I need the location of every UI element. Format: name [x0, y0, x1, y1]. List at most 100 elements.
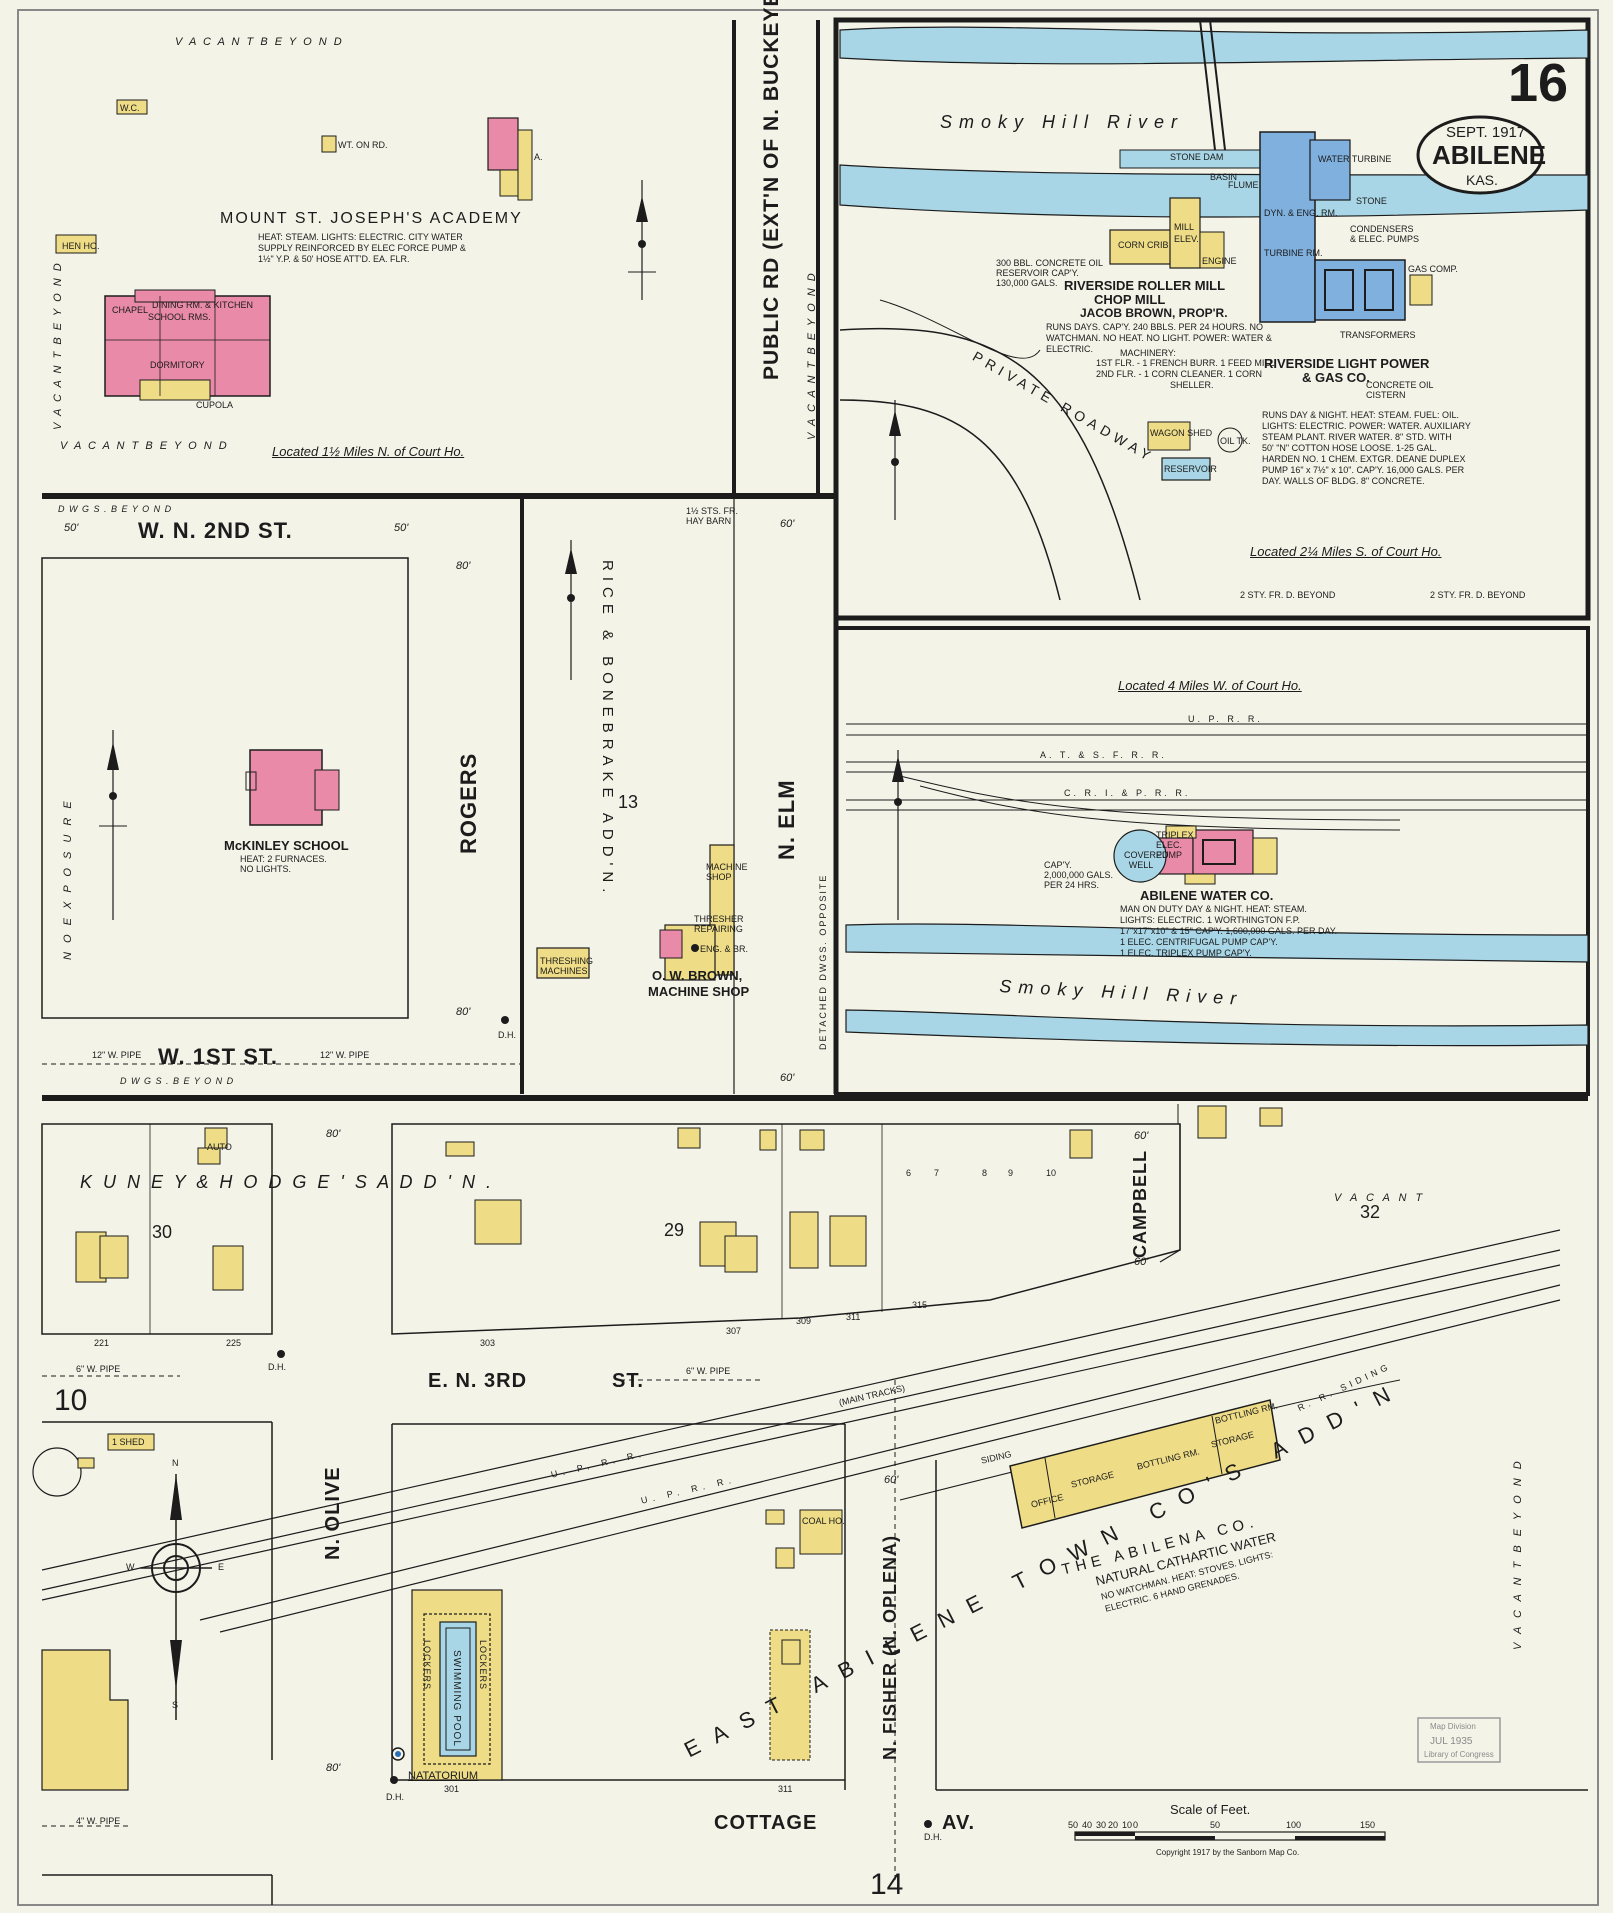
- riverside-label: MILL: [1174, 222, 1195, 232]
- power-note: STEAM PLANT. RIVER WATER. 8" STD. WITH: [1262, 432, 1452, 442]
- riverside-label: TURBINE RM.: [1264, 248, 1323, 258]
- compass-north: N: [172, 1458, 179, 1468]
- pipe-label: 12" W. PIPE: [320, 1050, 370, 1060]
- swimming-pool-label: SWIMMING POOL: [451, 1650, 462, 1747]
- house-number: 315: [912, 1300, 928, 1310]
- public-rd-vacant: V A C A N T B E Y O N D: [806, 271, 818, 440]
- compass-west: W: [126, 1562, 135, 1572]
- water-co-note: MAN ON DUTY DAY & NIGHT. HEAT: STEAM.: [1120, 904, 1307, 914]
- brown-label: MACHINE SHOP: [706, 862, 748, 882]
- lot-number: 7: [934, 1168, 940, 1178]
- oil-tank: [1217, 427, 1243, 453]
- dimension: 50': [394, 522, 409, 534]
- mckinley-school-building: [245, 749, 340, 826]
- coal-house: [799, 1509, 843, 1555]
- academy-label: SCHOOL RMS.: [148, 312, 211, 322]
- dwelling: [769, 1629, 811, 1761]
- sheet-city: ABILENE: [1432, 140, 1547, 170]
- riverside-panel: [833, 17, 1591, 621]
- riverside-label: ENGINE: [1202, 256, 1237, 266]
- power-note: 50' "N" COTTON HOSE LOOSE. 1-25 GAL.: [1262, 443, 1437, 453]
- water-co-location: Located 4 Miles W. of Court Ho.: [1118, 678, 1302, 693]
- riverside-location: Located 2¼ Miles S. of Court Ho.: [1250, 544, 1442, 559]
- dimension: 80': [326, 1128, 341, 1140]
- power-co-name: RIVERSIDE LIGHT POWER: [1264, 356, 1430, 371]
- power-note: LIGHTS: ELECTRIC. POWER: WATER. AUXILIAR…: [1262, 421, 1471, 431]
- dh-label: D.H.: [924, 1832, 942, 1842]
- lot-number: 9: [1008, 1168, 1014, 1178]
- dwgs-beyond-top: D W G S . B E Y O N D: [58, 504, 173, 514]
- kuney-hodges-addn: K U N E Y & H O D G E ' S A D D ' N .: [80, 1172, 494, 1192]
- compass-rose: [140, 1474, 212, 1720]
- w-1st-street: W. 1ST ST.: [158, 1044, 279, 1069]
- lower-label: 1 SHED: [112, 1437, 145, 1447]
- dimension: 50': [64, 522, 79, 534]
- mckinley-block: [41, 557, 409, 1019]
- north-arrow: [889, 400, 901, 520]
- brown-shop-name: O. W. BROWN,: [652, 968, 743, 983]
- scale-tick: 40: [1082, 1820, 1093, 1830]
- house-number: 303: [480, 1338, 496, 1348]
- academy-label: W.C.: [120, 103, 140, 113]
- dimension: 60': [780, 518, 795, 530]
- stone-dam: [1199, 19, 1216, 151]
- vacant-label: V A C A N T: [1334, 1192, 1426, 1204]
- power-note: HARDEN NO. 1 CHEM. EXTGR. DEANE DUPLEX: [1262, 454, 1466, 464]
- river-bottom: [839, 164, 1589, 218]
- mill-machinery: MACHINERY:: [1120, 348, 1176, 358]
- mill-machinery: SHELLER.: [1170, 380, 1214, 390]
- sheet-date: SEPT. 1917: [1446, 124, 1526, 141]
- academy-label: HEN HO.: [62, 241, 100, 251]
- scale-label: Scale of Feet.: [1170, 1802, 1251, 1817]
- well-capacity: CAP'Y. 2,000,000 GALS. PER 24 HRS.: [1044, 860, 1114, 890]
- brown-machine-shop: [536, 844, 735, 981]
- pipe-label: 12" W. PIPE: [92, 1050, 142, 1060]
- scale-tick: 150: [1360, 1820, 1376, 1830]
- mill-owner: JACOB BROWN, PROP'R.: [1080, 306, 1228, 320]
- well-building: [321, 135, 337, 153]
- pipe-label: 4" W. PIPE: [76, 1816, 121, 1826]
- riverside-label: TRANSFORMERS: [1340, 330, 1416, 340]
- n-elm-street: N. ELM: [774, 779, 799, 860]
- house-number: 221: [94, 1338, 110, 1348]
- brown-label: ENG. & BR.: [700, 944, 749, 954]
- water-co-note: LIGHTS: ELECTRIC. 1 WORTHINGTON F.P.: [1120, 915, 1301, 925]
- pipe-label: 6" W. PIPE: [686, 1366, 731, 1376]
- mill-machinery: 1ST FLR. - 1 FRENCH BURR. 1 FEED MILL.: [1096, 358, 1277, 368]
- lockers-label: LOCKERS: [422, 1640, 432, 1691]
- private-roadway: [839, 327, 1141, 601]
- academy-note: 1½" Y.P. & 50' HOSE ATT'D. EA. FLR.: [258, 254, 410, 264]
- river-top: [839, 26, 1589, 65]
- block-13: 13: [618, 792, 639, 812]
- power-co-name-2: & GAS CO.: [1302, 370, 1370, 385]
- e-n-3rd-st-suffix: ST.: [612, 1370, 644, 1392]
- w-n-2nd-street: W. N. 2ND ST.: [138, 518, 293, 543]
- dimension: 60': [1134, 1130, 1149, 1142]
- dh-label: D.H.: [268, 1362, 286, 1372]
- rail-label: C. R. I. & P. R. R.: [1064, 788, 1191, 798]
- lower-left-building: [41, 1649, 129, 1791]
- academy-name: MOUNT ST. JOSEPH'S ACADEMY: [220, 210, 523, 227]
- house-number: 309: [796, 1316, 812, 1326]
- campbell-street: CAMPBELL: [1130, 1150, 1150, 1258]
- oil-reservoir-note: 300 BBL. CONCRETE OIL RESERVOIR CAP'Y. 1…: [996, 258, 1103, 288]
- brown-label: THRESHING MACHINES: [540, 956, 594, 976]
- north-arrow: [565, 540, 577, 680]
- dimension: 60': [780, 1072, 795, 1084]
- cottage-av-label: COTTAGE: [714, 1812, 818, 1834]
- wagon-shed: [1147, 421, 1191, 451]
- rogers-street: ROGERS: [456, 752, 481, 854]
- dwelling: [829, 1215, 867, 1267]
- brown-shop-name-2: MACHINE SHOP: [648, 984, 750, 999]
- vacant-beyond-top: V A C A N T B E Y O N D: [175, 36, 344, 48]
- academy-label: CUPOLA: [196, 400, 234, 410]
- power-note: DAY. WALLS OF BLDG. 8" CONCRETE.: [1262, 476, 1425, 486]
- scale-tick: 100: [1286, 1820, 1302, 1830]
- river-water-co-top: [845, 923, 1589, 963]
- hen-house: [55, 234, 97, 254]
- lot-number: 8: [982, 1168, 988, 1178]
- riverside-label: CORN CRIB: [1118, 240, 1169, 250]
- rail-label: A. T. & S. F. R. R.: [1040, 750, 1167, 760]
- scale-tick: 50: [1210, 1820, 1221, 1830]
- stamp-line: JUL 1935: [1430, 1736, 1473, 1747]
